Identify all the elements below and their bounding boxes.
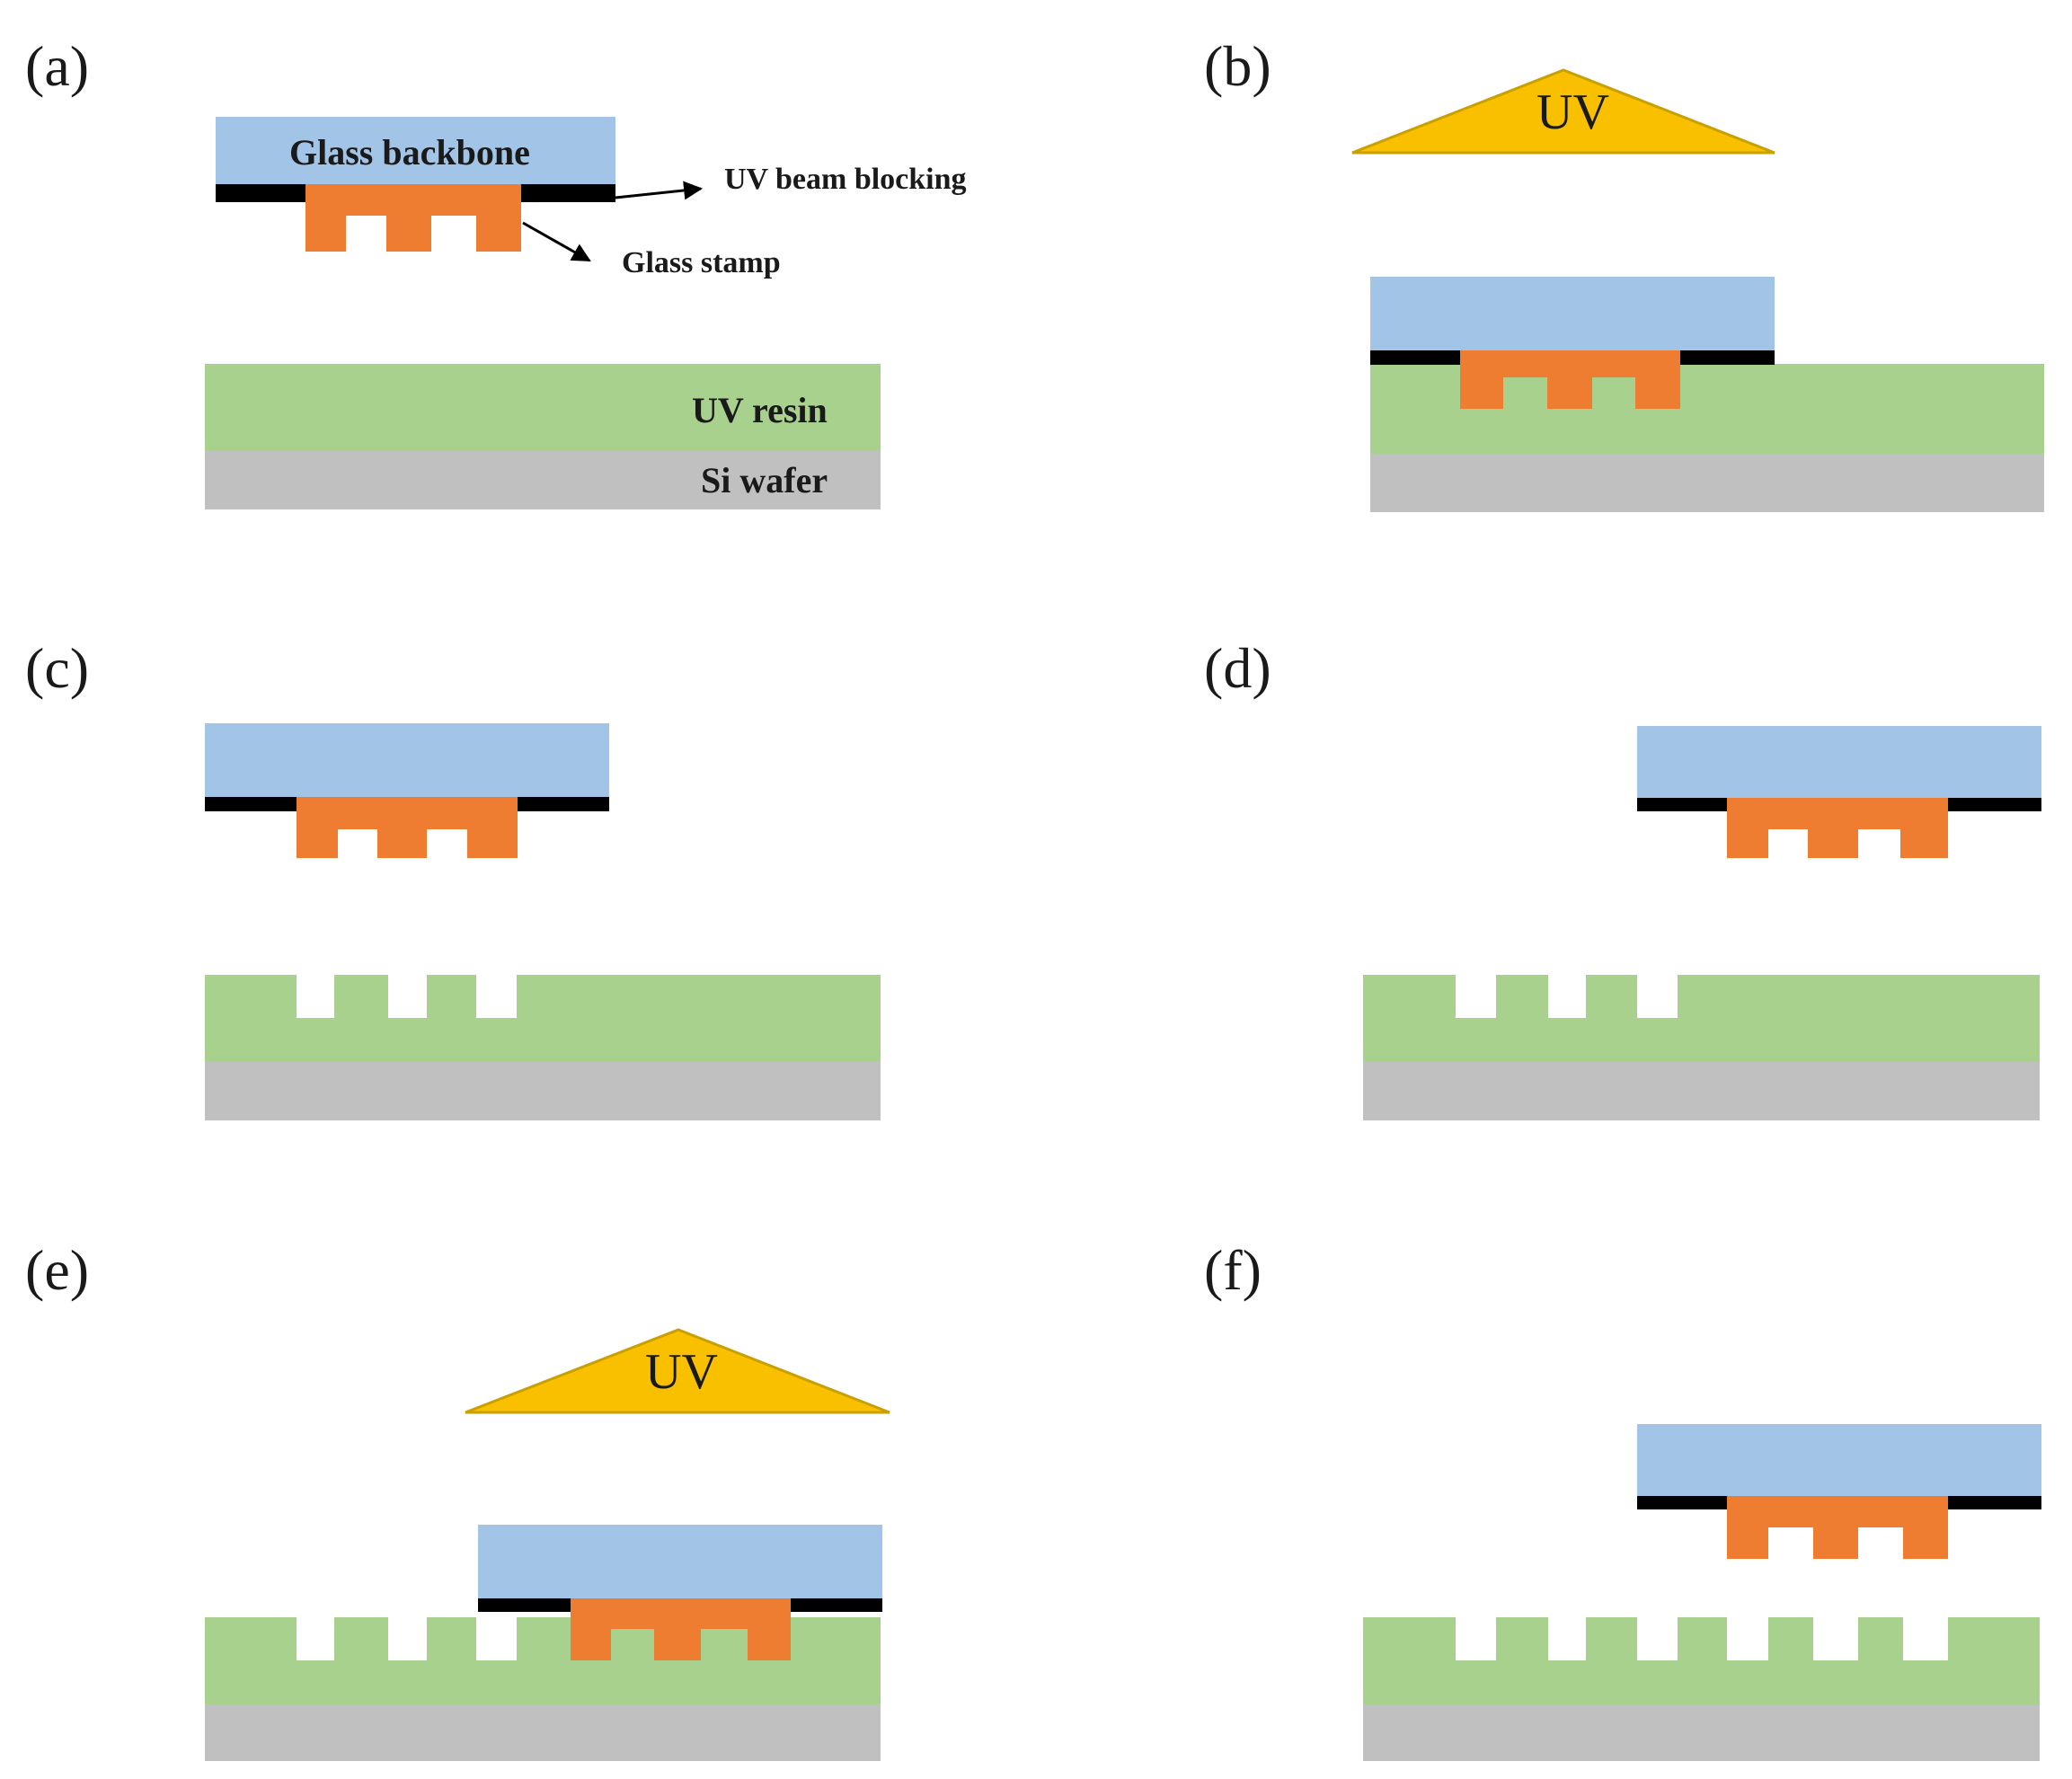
uv-beam-blocking-label: UV beam blocking [724, 163, 967, 196]
panel-d [1363, 726, 2041, 1120]
si-wafer-layer [1370, 454, 2044, 512]
glass-stamp-label: Glass stamp [622, 246, 781, 279]
glass-stamp [297, 797, 518, 858]
glass-stamp [1727, 798, 1948, 858]
uv-lamp-label: UV [1536, 84, 1609, 140]
uv-resin-label: UV resin [692, 390, 828, 430]
uv-resin-layer [1363, 1617, 2040, 1704]
glass-backbone [205, 723, 609, 797]
panel-f-label: (f) [1204, 1238, 1262, 1302]
glass-stamp [305, 184, 521, 252]
glass-backbone [1637, 726, 2041, 798]
glass-stamp [571, 1598, 791, 1660]
panel-b: UV [1351, 68, 2044, 512]
glass-backbone-label: Glass backbone [289, 132, 530, 173]
panel-c [205, 723, 881, 1120]
uv-lamp-label: UV [645, 1344, 718, 1400]
uv-lamp [465, 1328, 890, 1414]
glass-backbone [216, 117, 615, 184]
panel-e-label: (e) [25, 1238, 89, 1302]
glass-stamp [1460, 350, 1680, 409]
si-wafer-label: Si wafer [701, 460, 828, 500]
si-wafer-layer [205, 451, 881, 509]
si-wafer-layer [205, 1062, 881, 1120]
si-wafer-layer [1363, 1062, 2040, 1120]
panel-c-label: (c) [25, 636, 89, 700]
uv-beam-blocking-arrow [615, 181, 704, 200]
panel-a-label: (a) [25, 34, 89, 98]
glass-stamp [1727, 1496, 1948, 1559]
si-wafer-layer [205, 1704, 881, 1761]
si-wafer-layer [1363, 1704, 2040, 1761]
glass-backbone [1637, 1424, 2041, 1496]
uv-lamp [1351, 68, 1775, 155]
glass-stamp-arrow [522, 221, 591, 262]
panel-f [1363, 1424, 2041, 1761]
uv-resin-layer [1363, 975, 2040, 1062]
uv-resin-layer [205, 975, 881, 1062]
glass-backbone [478, 1525, 882, 1598]
panel-b-label: (b) [1204, 34, 1271, 98]
uv-resin-layer [205, 1617, 881, 1704]
uv-resin-layer [205, 364, 881, 451]
panel-d-label: (d) [1204, 636, 1271, 700]
panel-a: Glass backbone UV beam blocking Glass st… [205, 117, 967, 509]
glass-backbone [1370, 277, 1775, 350]
panel-e: UV [205, 1328, 890, 1761]
